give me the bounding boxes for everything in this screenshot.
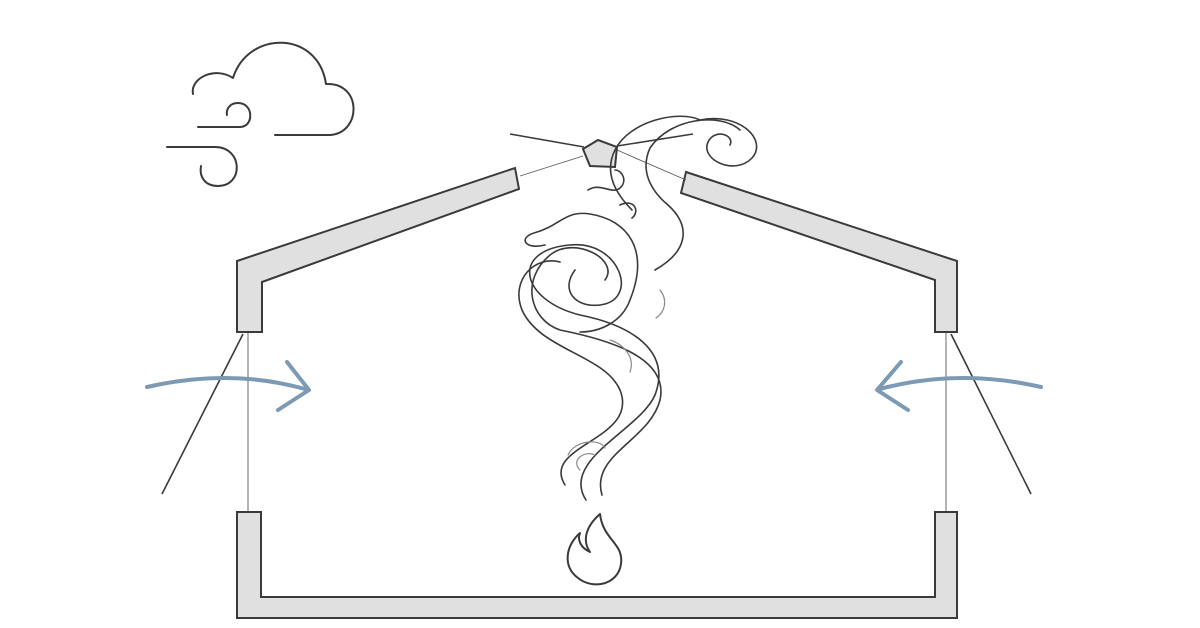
floor-and-lower-walls [236,511,958,619]
airflow-arrow-left [145,375,307,391]
airflow-in [145,360,1043,412]
right-window-opening [950,333,1032,495]
left-roof-wall [236,166,521,333]
right-roof-wall [679,170,958,333]
vent-flap-right [616,133,694,147]
roof-vent [509,133,694,181]
left-window-opening [161,333,244,495]
vent-flap-left [509,133,585,148]
weather-group [166,41,355,187]
airflow-arrowhead-right [875,360,910,412]
wind-icon [166,102,252,187]
airflow-arrow-right [878,375,1043,391]
airflow-arrowhead-left [276,360,311,412]
cloud-icon [191,41,355,136]
smoke-plume [518,115,758,501]
building [161,133,1032,619]
vent-housing [581,138,619,169]
fire-icon [566,513,623,586]
